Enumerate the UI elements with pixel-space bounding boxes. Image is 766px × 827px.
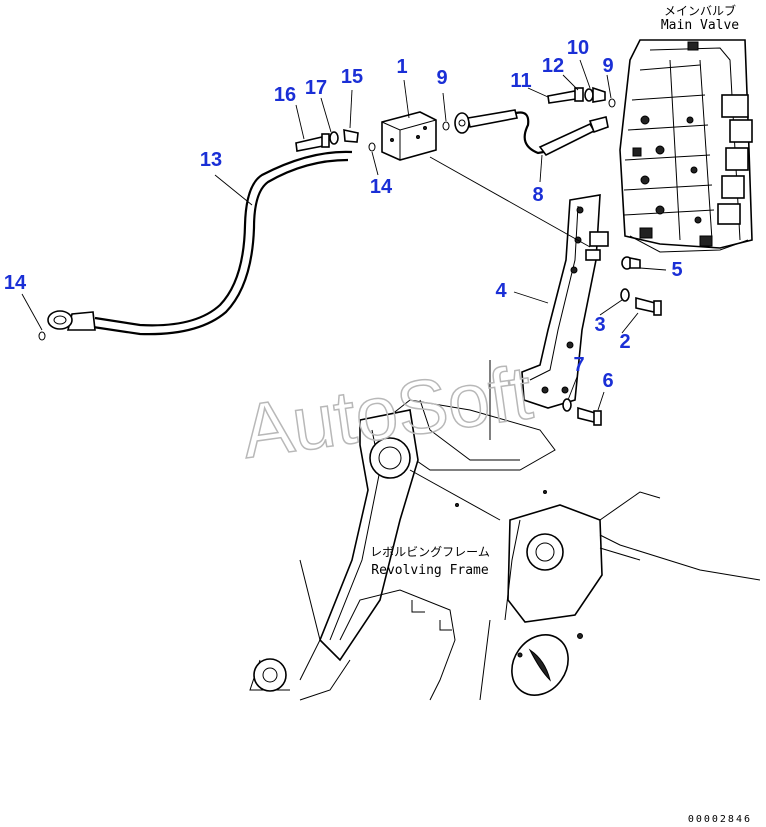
callout-13: 13 — [200, 149, 222, 171]
main-valve-label-en: Main Valve — [661, 18, 739, 33]
callout-9-right: 9 — [602, 55, 613, 77]
callout-7: 7 — [573, 354, 584, 376]
part-13-hose — [38, 150, 353, 341]
leader-lines — [21, 59, 667, 411]
revolving-frame-label-en: Revolving Frame — [371, 563, 489, 578]
part-8-hose — [454, 109, 609, 157]
main-valve-label-jp: メインバルブ — [664, 3, 736, 18]
callout-14-upper: 14 — [370, 176, 393, 198]
callout-15: 15 — [341, 66, 363, 88]
callout-6: 6 — [602, 370, 613, 392]
callout-11: 11 — [510, 70, 531, 92]
part-1-block — [381, 111, 437, 161]
drawing-number: 00002846 — [688, 814, 752, 825]
callout-1: 1 — [396, 56, 407, 78]
callout-8: 8 — [532, 184, 543, 206]
callout-10: 10 — [567, 37, 589, 59]
parts-14-15-16-17 — [295, 128, 376, 152]
main-valve — [619, 39, 753, 253]
callout-4: 4 — [495, 280, 507, 302]
callouts: 1 9 11 12 10 9 16 17 15 13 14 8 4 5 14 3… — [4, 37, 683, 392]
o-ring-9-left — [442, 121, 450, 131]
revolving-frame — [249, 360, 761, 701]
callout-5: 5 — [671, 259, 682, 281]
parts-10-11-12 — [547, 86, 616, 108]
callout-14-left: 14 — [4, 272, 27, 294]
callout-12: 12 — [542, 55, 564, 77]
callout-3: 3 — [594, 314, 605, 336]
callout-2: 2 — [619, 331, 630, 353]
fasteners-2-3-5-6-7 — [562, 256, 662, 426]
callout-17: 17 — [305, 77, 327, 99]
revolving-frame-label-jp: レボルビングフレーム — [370, 545, 490, 559]
callout-9-left: 9 — [436, 67, 447, 89]
part-4-bracket — [521, 194, 609, 409]
callout-16: 16 — [274, 84, 296, 106]
